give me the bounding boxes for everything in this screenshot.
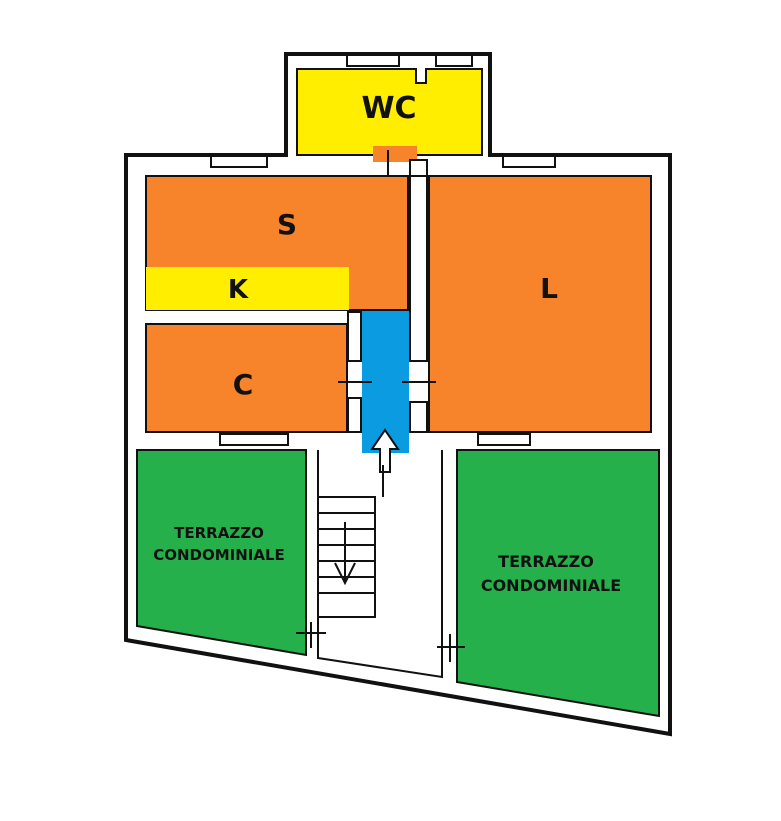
room-label-wc: WC: [361, 91, 416, 126]
terrace-right-line1: TERRAZZO: [498, 552, 594, 571]
interior-walls: [347, 159, 428, 433]
room-l: L: [428, 175, 652, 433]
window-s: [210, 155, 268, 168]
terrace-left: TERRAZZO CONDOMINIALE: [136, 449, 326, 657]
terrace-right-line2: CONDOMINIALE: [481, 576, 621, 595]
room-label-s: S: [277, 208, 297, 241]
svg-text:TERRAZZO: TERRAZZO: [174, 524, 264, 542]
outer-walls: [124, 52, 672, 737]
stairwell: [317, 450, 443, 679]
room-label-l: L: [540, 272, 558, 305]
room-label-c: C: [233, 368, 254, 401]
terrace-left-line2: CONDOMINIALE: [153, 546, 285, 564]
room-label-k: K: [228, 275, 249, 305]
room-k: K: [146, 267, 349, 310]
svg-text:TERRAZZO: TERRAZZO: [498, 552, 594, 571]
window-wc-right: [435, 54, 473, 67]
room-c: C: [145, 323, 348, 433]
windows: [210, 54, 556, 168]
svg-text:CONDOMINIALE: CONDOMINIALE: [481, 576, 621, 595]
window-l: [502, 155, 556, 168]
terrace-windows: [219, 433, 531, 446]
up-arrow-icon: [370, 428, 400, 473]
terrace-left-line1: TERRAZZO: [174, 524, 264, 542]
svg-text:CONDOMINIALE: CONDOMINIALE: [153, 546, 285, 564]
terrace-right: TERRAZZO CONDOMINIALE: [437, 449, 660, 718]
window-wc-left: [346, 54, 400, 67]
down-arrow-icon: [334, 522, 356, 586]
room-wc: WC: [296, 68, 483, 184]
